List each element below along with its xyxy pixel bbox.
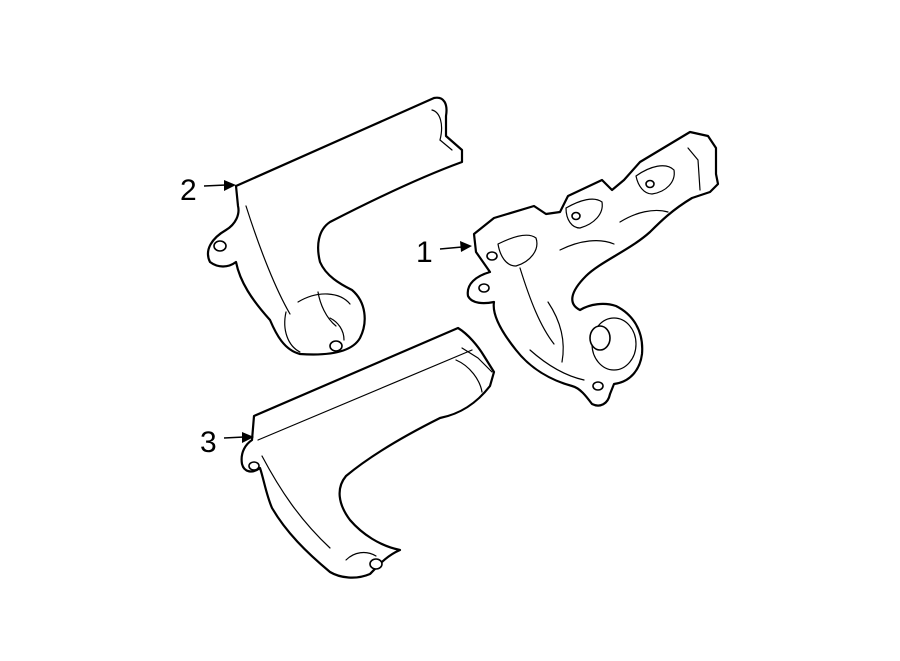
callout-3-arrowhead: [242, 432, 254, 443]
callout-2-arrowhead: [224, 180, 236, 191]
callout-1-number: 1: [416, 236, 433, 269]
callout-2-number: 2: [180, 174, 197, 207]
callout-1: 1: [416, 236, 472, 269]
part-2-heat-shield-upper: [206, 96, 464, 356]
callout-3-number: 3: [200, 426, 217, 459]
part-1-exhaust-manifold: [466, 130, 720, 407]
part-3-heat-shield-lower: [240, 326, 496, 579]
callout-2: 2: [180, 174, 236, 207]
callout-1-arrowhead: [460, 241, 472, 252]
callout-1-leader: [439, 246, 463, 250]
callout-2-leader: [203, 184, 227, 187]
callout-3-leader: [223, 436, 245, 439]
callout-3: 3: [200, 426, 254, 459]
